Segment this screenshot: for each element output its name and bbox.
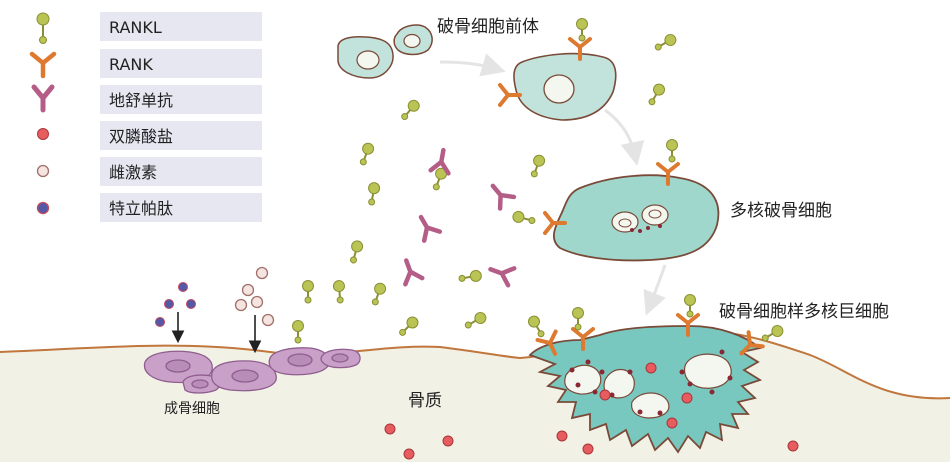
legend-label-estrogen: 雌激素 — [109, 163, 157, 182]
rank-icon — [29, 51, 57, 79]
denosumab-icon — [31, 84, 55, 113]
teriparatide-icon — [36, 201, 50, 215]
rankl-icon — [36, 12, 50, 44]
estrogen-icon — [36, 164, 50, 178]
bisphosphonate-icon — [37, 128, 49, 140]
label-bone: 骨质 — [408, 391, 442, 411]
precursor-cell-small-2 — [393, 24, 433, 56]
precursor-cell-large — [498, 17, 617, 121]
estrogen-molecules — [234, 266, 275, 354]
teriparatide-molecules — [155, 282, 196, 344]
osteoblasts — [143, 347, 361, 394]
label-precursor: 破骨细胞前体 — [437, 17, 539, 37]
legend-label-rankl: RANKL — [109, 18, 162, 37]
legend: RANKL RANK 地舒单抗 双膦酸盐 雌激素 特立帕肽 — [29, 12, 262, 222]
multinucleated-osteoclast — [510, 138, 720, 262]
legend-label-rank: RANK — [109, 55, 153, 74]
legend-label-bisphosphonate: 双膦酸盐 — [109, 127, 173, 146]
bisphosphonate-dots — [384, 362, 799, 460]
legend-label-teriparatide: 特立帕肽 — [109, 199, 173, 218]
legend-label-denosumab: 地舒单抗 — [109, 91, 173, 110]
label-osteoblast: 成骨细胞 — [164, 401, 220, 417]
osteoclast-like-giant-cell — [525, 293, 786, 454]
precursor-cell-small-1 — [337, 36, 394, 79]
flow-arrows — [439, 53, 667, 316]
label-giant-cell: 破骨细胞样多核巨细胞 — [719, 302, 889, 322]
bone-matrix — [0, 328, 950, 462]
label-multinucleated: 多核破骨细胞 — [730, 201, 832, 221]
free-denosumab — [398, 149, 514, 286]
